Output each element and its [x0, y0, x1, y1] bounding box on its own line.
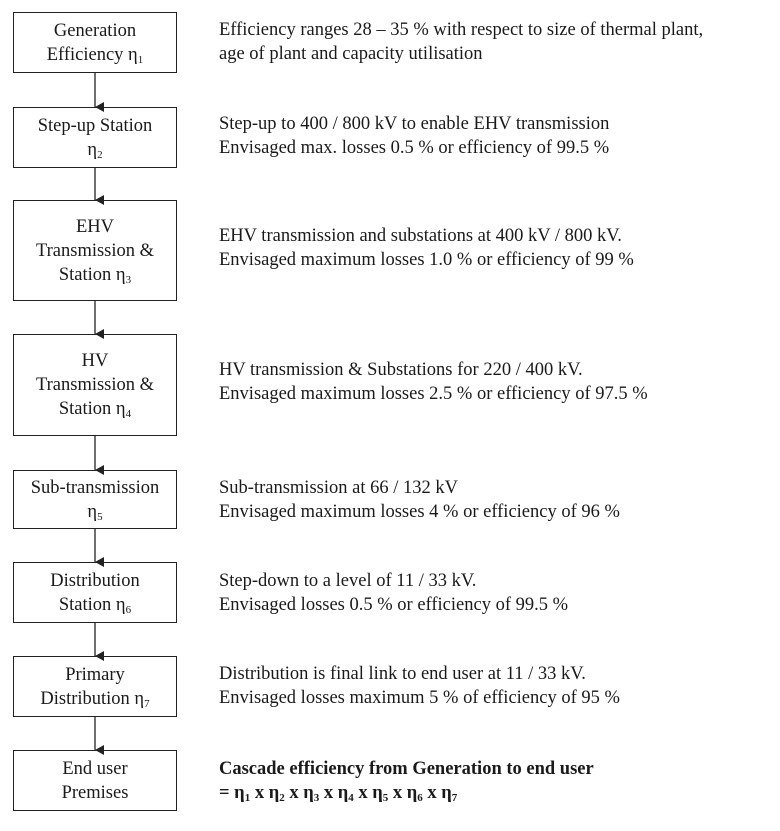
distribution-station-description: Step-down to a level of 11 / 33 kV. Envi…	[219, 569, 775, 617]
description-line: Sub-transmission at 66 / 132 kV	[219, 478, 458, 498]
box-line: End user	[62, 758, 128, 779]
box-line: Transmission &	[35, 375, 155, 395]
box-line: Primary	[65, 664, 125, 685]
box-line: Efficiency η1	[46, 44, 144, 66]
description-line: Efficiency ranges 28 – 35 % with respect…	[219, 20, 704, 40]
box-line: EHV	[75, 216, 115, 237]
ehv-description: EHV transmission and substations at 400 …	[219, 224, 775, 272]
primary-distribution-description: Distribution is final link to end user a…	[219, 662, 775, 710]
step-up-description: Step-up to 400 / 800 kV to enable EHV tr…	[219, 112, 775, 160]
box-line: Distribution	[50, 570, 140, 591]
box-line: Transmission &	[35, 240, 155, 261]
ehv-transmission-station-box: EHV Transmission & Station η3	[13, 200, 177, 301]
distribution-station-box: Distribution Station η6	[13, 562, 177, 623]
box-line: Step-up Station	[37, 115, 153, 136]
description-line: Envisaged maximum losses 4 % or efficien…	[219, 502, 620, 522]
description-line: age of plant and capacity utilisation	[219, 44, 483, 64]
box-line: HV	[81, 351, 109, 371]
sub-transmission-description: Sub-transmission at 66 / 132 kV Envisage…	[219, 476, 775, 524]
description-line: Envisaged losses maximum 5 % of efficien…	[219, 688, 620, 708]
description-line: Step-up to 400 / 800 kV to enable EHV tr…	[219, 114, 610, 134]
description-line: Envisaged maximum losses 1.0 % or effici…	[219, 250, 634, 270]
description-line: Envisaged max. losses 0.5 % or efficienc…	[219, 138, 610, 158]
hv-description: HV transmission & Substations for 220 / …	[219, 358, 775, 406]
primary-distribution-box: Primary Distribution η7	[13, 656, 177, 717]
hv-transmission-station-box: HV Transmission & Station η4	[13, 334, 177, 436]
cascade-formula: = η1 x η2 x η3 x η4 x η5 x η6 x η7	[219, 783, 458, 804]
generation-efficiency-box: Generation Efficiency η1	[13, 12, 177, 73]
cascade-efficiency-description: Cascade efficiency from Generation to en…	[219, 757, 775, 805]
description-line: Cascade efficiency from Generation to en…	[219, 759, 594, 779]
end-user-premises-box: End user Premises	[13, 750, 177, 811]
generation-description: Efficiency ranges 28 – 35 % with respect…	[219, 18, 775, 66]
description-line: Envisaged maximum losses 2.5 % or effici…	[219, 384, 648, 404]
description-line: Step-down to a level of 11 / 33 kV.	[219, 571, 477, 591]
description-line: HV transmission & Substations for 220 / …	[219, 360, 583, 380]
box-line: η2	[87, 139, 103, 161]
box-line: Premises	[61, 782, 129, 803]
sub-transmission-box: Sub-transmission η5	[13, 470, 177, 529]
box-line: Station η6	[58, 594, 132, 616]
box-line: Station η3	[58, 264, 132, 286]
box-line: η5	[87, 501, 103, 523]
box-line: Station η4	[58, 399, 132, 420]
box-line: Distribution η7	[40, 688, 150, 710]
box-line: Generation	[53, 20, 137, 41]
description-line: EHV transmission and substations at 400 …	[219, 226, 622, 246]
step-up-station-box: Step-up Station η2	[13, 107, 177, 168]
box-line: Sub-transmission	[30, 477, 160, 498]
description-line: Distribution is final link to end user a…	[219, 664, 586, 684]
description-line: Envisaged losses 0.5 % or efficiency of …	[219, 595, 569, 615]
